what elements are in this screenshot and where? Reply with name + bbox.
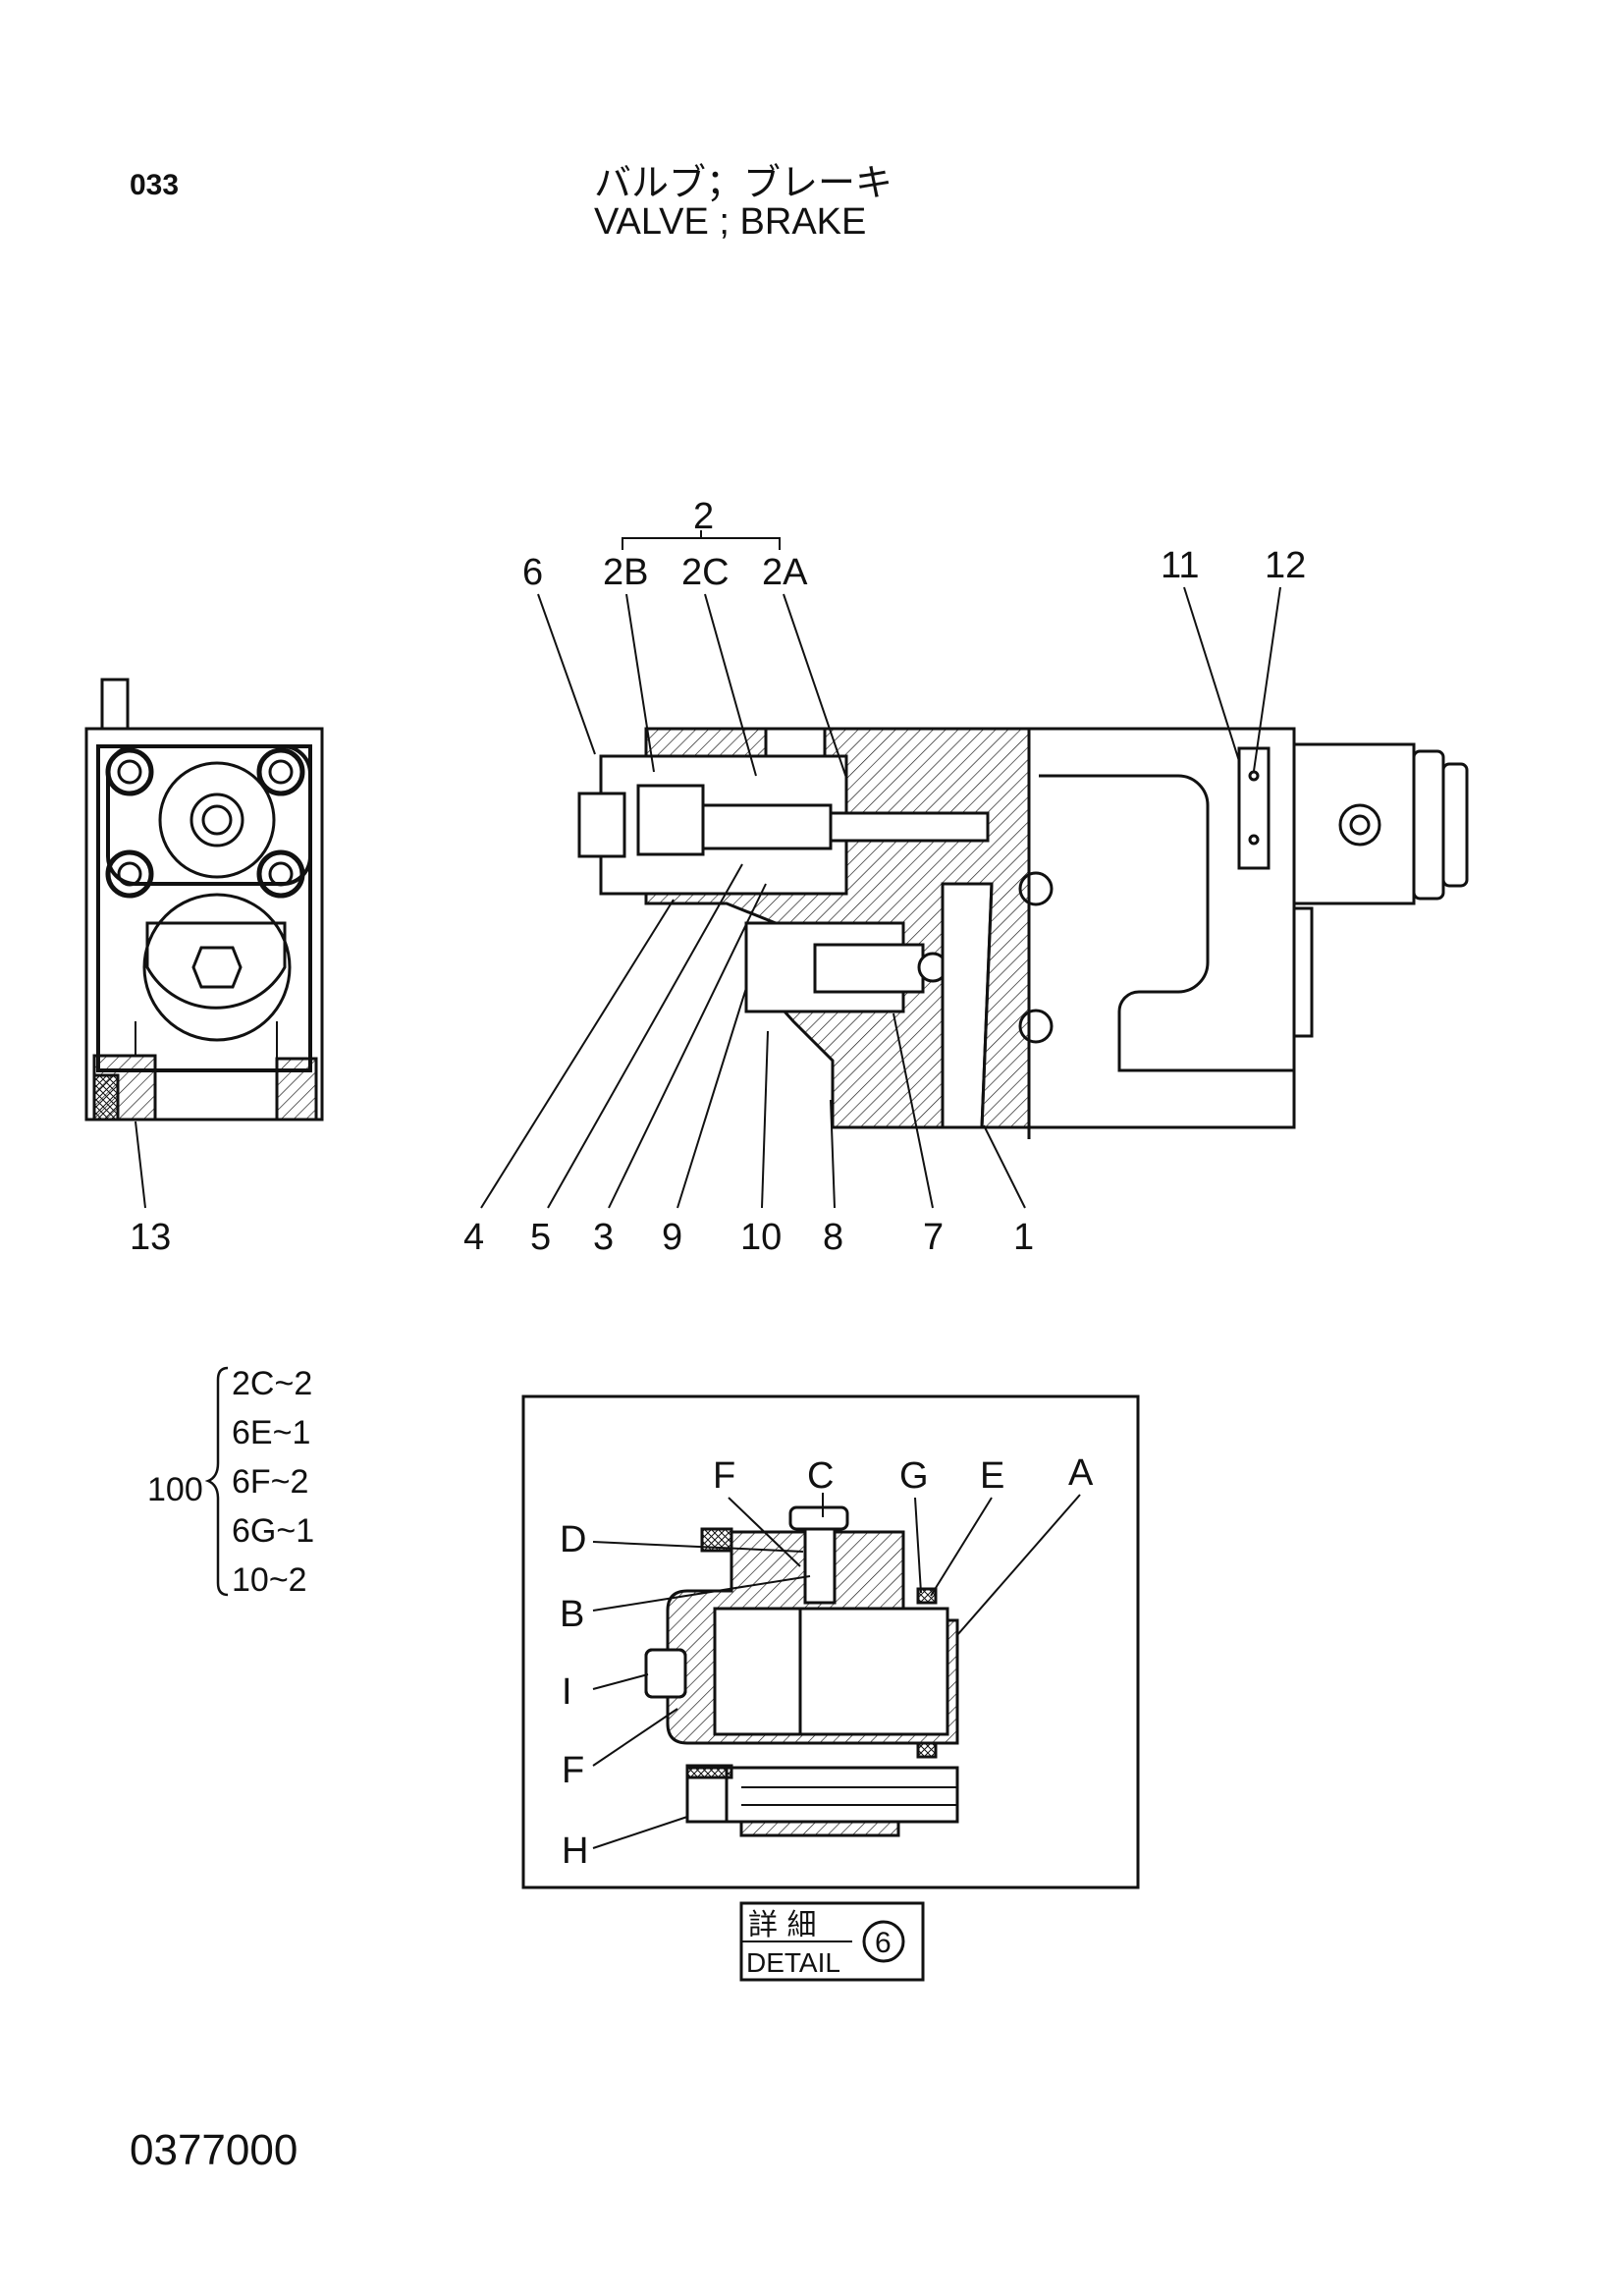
- label-12: 12: [1265, 545, 1306, 586]
- label-2: 2: [693, 496, 714, 537]
- detail-caption-jp: 詳 細: [748, 1908, 817, 1942]
- title-english: VALVE ; BRAKE: [594, 201, 867, 243]
- detail-6-view: F C G E A D B I F H: [521, 1394, 1140, 1889]
- detail-label-H: H: [562, 1831, 588, 1872]
- label-2B: 2B: [603, 552, 648, 593]
- detail-caption: 詳 細 DETAIL 6: [739, 1901, 925, 1982]
- label-1: 1: [1013, 1217, 1034, 1258]
- detail-label-E: E: [980, 1455, 1004, 1497]
- label-3: 3: [593, 1217, 614, 1258]
- side-view: [84, 678, 324, 1209]
- detail-label-D: D: [560, 1519, 586, 1560]
- label-4: 4: [463, 1217, 484, 1258]
- page-number: 033: [130, 169, 180, 201]
- detail-label-I: I: [562, 1671, 572, 1713]
- main-view-labels: 2 6 2B 2C 2A 11 12 4 5 3 9 10 8 7: [130, 496, 1306, 1258]
- detail-caption-number: 6: [875, 1927, 892, 1959]
- label-11: 11: [1161, 545, 1199, 586]
- label-2A: 2A: [762, 552, 808, 593]
- kit-item-4: 6G~1: [232, 1512, 314, 1550]
- kit-item-5: 10~2: [232, 1561, 307, 1599]
- detail-label-B: B: [560, 1594, 584, 1635]
- kit-item-2: 6E~1: [232, 1414, 310, 1451]
- detail-label-G: G: [899, 1455, 929, 1497]
- label-13: 13: [130, 1217, 171, 1258]
- label-5: 5: [530, 1217, 551, 1258]
- title-japanese: バルブ；ブレーキ: [594, 161, 893, 204]
- detail-label-F-side: F: [562, 1750, 584, 1791]
- main-section-view: [577, 727, 1469, 1139]
- document-code: 0377000: [130, 2126, 298, 2174]
- service-kit-list: 100 2C~2 6E~1 6F~2 6G~1 10~2: [147, 1365, 314, 1599]
- kit-item-3: 6F~2: [232, 1463, 308, 1501]
- kit-number: 100: [147, 1471, 203, 1508]
- detail-label-A: A: [1068, 1452, 1094, 1494]
- label-6: 6: [522, 552, 543, 593]
- detail-caption-en: DETAIL: [746, 1947, 840, 1978]
- detail-label-F-top: F: [713, 1455, 735, 1497]
- label-2C: 2C: [681, 552, 730, 593]
- label-10: 10: [740, 1217, 782, 1258]
- label-9: 9: [662, 1217, 682, 1258]
- detail-label-C: C: [807, 1455, 834, 1497]
- label-7: 7: [923, 1217, 944, 1258]
- label-8: 8: [823, 1217, 843, 1258]
- kit-item-1: 2C~2: [232, 1365, 312, 1402]
